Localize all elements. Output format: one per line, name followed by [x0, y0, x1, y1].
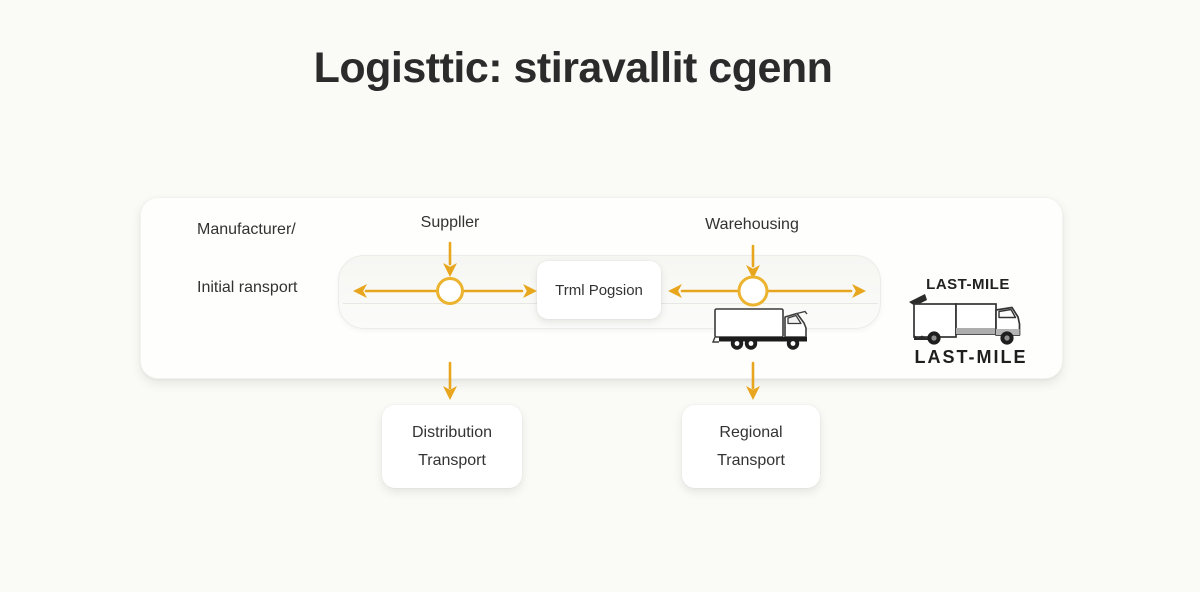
label-initial-transport: Initial ransport — [197, 279, 298, 296]
page-title: Logisttic: stiravallit cgenn — [313, 44, 833, 92]
regional-transport-line2: Transport — [717, 451, 785, 469]
distribution-arrowhead-icon — [443, 386, 457, 400]
distribution-transport-line1: Distribution — [411, 423, 493, 441]
last-mile-bottom-label: LAST-MILE — [914, 347, 1028, 367]
box-truck-outline-icon — [711, 308, 808, 350]
last-mile-top-label: LAST-MILE — [926, 276, 1010, 293]
terminal-position-box: Trml Pogsion — [537, 261, 661, 319]
regional-transport-line1: Regional — [719, 423, 783, 441]
delivery-truck-icon — [909, 294, 1021, 345]
terminal-position-label: Trml Pogsion — [555, 281, 643, 299]
distribution-transport-box: Distribution Transport — [382, 405, 522, 488]
regional-transport-box: Regional Transport — [682, 405, 820, 488]
label-supplier: Suppller — [420, 214, 480, 231]
regional-arrowhead-icon — [746, 386, 760, 400]
distribution-transport-line2: Transport — [418, 451, 486, 469]
label-warehousing: Warehousing — [705, 216, 799, 233]
label-manufacturer: Manufacturer/ — [197, 221, 296, 238]
